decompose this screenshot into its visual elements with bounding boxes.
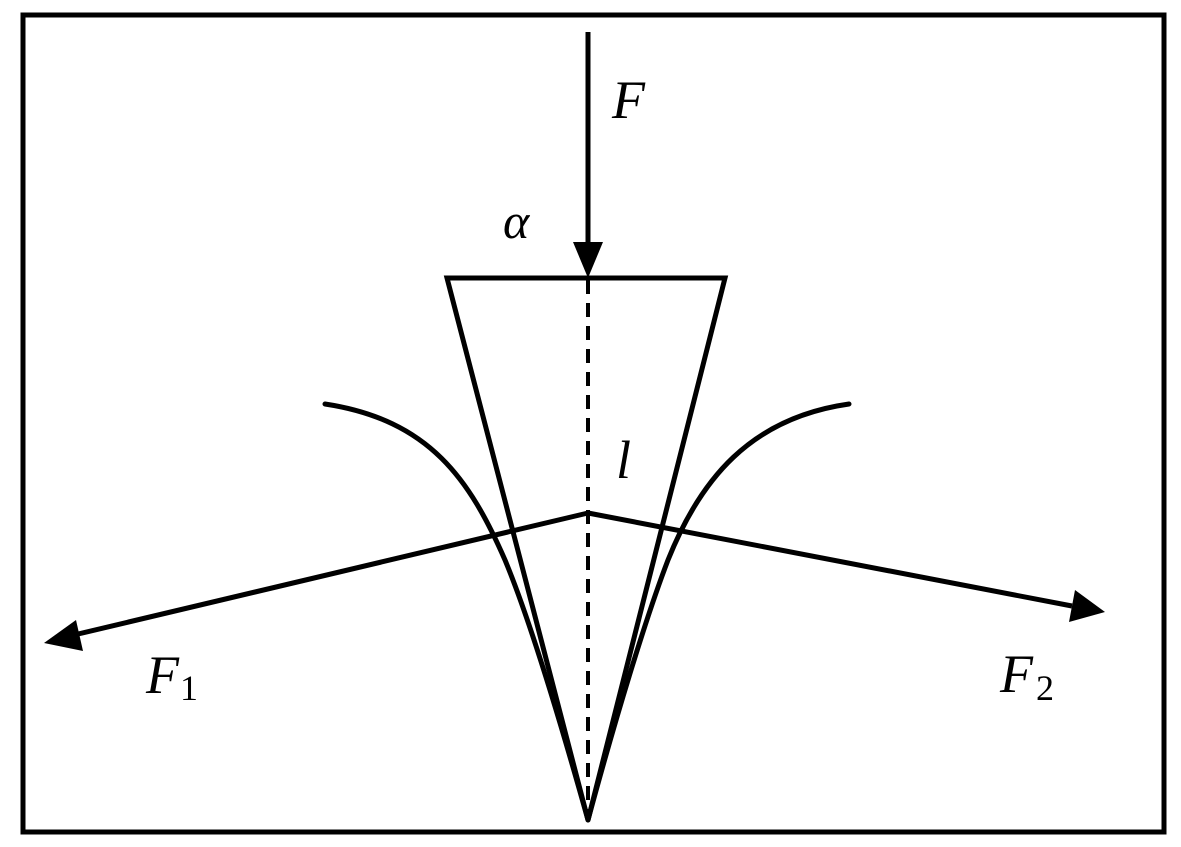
label-force-f1-main: F [145,645,180,705]
label-force-f2-subscript: 2 [1036,668,1054,708]
label-force-f2-main: F [999,644,1034,704]
right-fracture-curve [585,401,852,823]
label-angle-alpha: α [503,193,531,249]
force-f2-arrow [587,510,1073,609]
label-force-f: F [611,70,646,130]
left-fracture-curve [322,401,591,823]
force-f1-arrow [77,510,589,637]
label-force-f2: F 2 [999,644,1054,708]
force-f1-arrowhead [44,620,83,651]
diagram-frame [20,12,1167,835]
label-force-f1-subscript: 1 [180,668,198,708]
label-force-f1: F 1 [145,645,198,708]
force-f-arrowhead [573,242,603,278]
wedge-outline [443,275,729,821]
label-length-l: l [616,430,631,490]
force-f2-arrowhead [1069,590,1105,622]
